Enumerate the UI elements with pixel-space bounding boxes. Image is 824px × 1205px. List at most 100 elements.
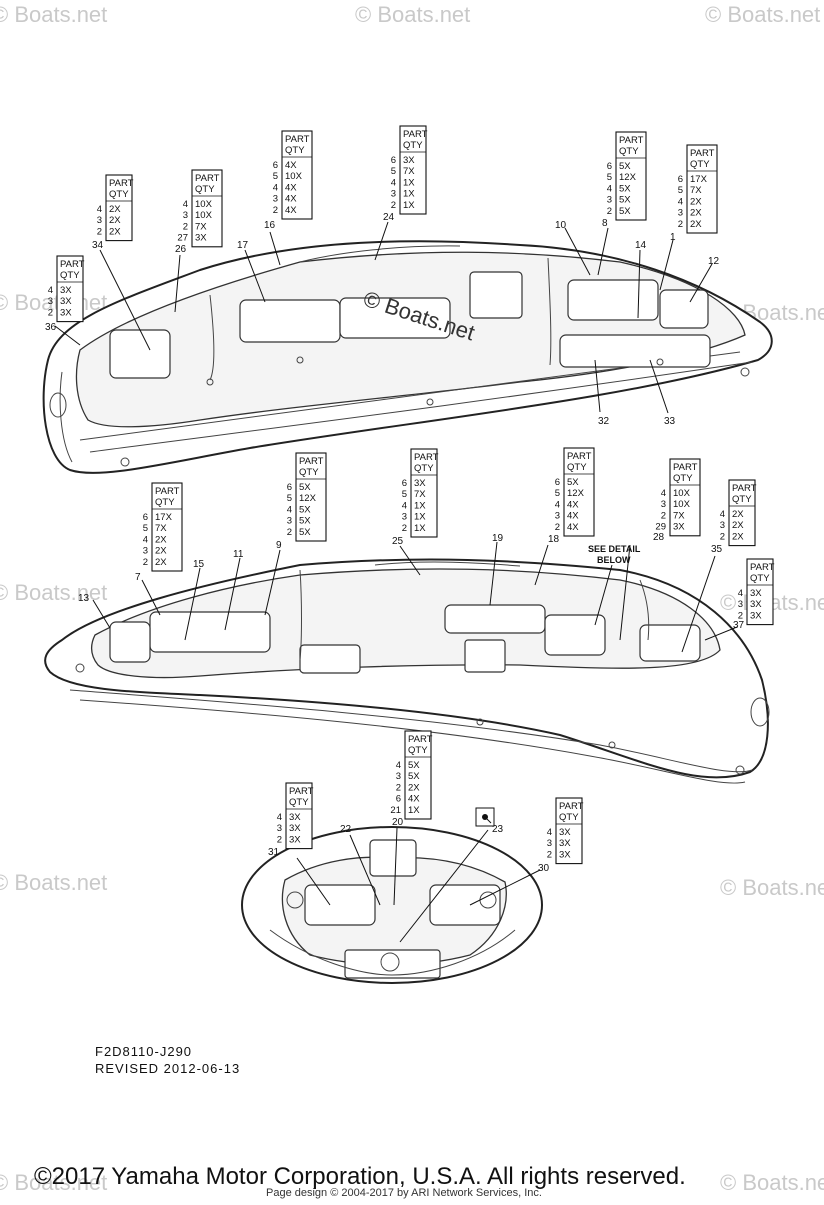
watermark: © Boats.net [720, 1170, 824, 1195]
qty-value: 2X [408, 782, 420, 793]
callout-number: 13 [78, 593, 90, 604]
part-number: 6 [555, 477, 560, 488]
qty-table-box [669, 458, 701, 537]
callout-number: 16 [264, 220, 276, 231]
qty-table-header-part: PART [109, 178, 134, 189]
qty-value: 3X [403, 155, 415, 166]
qty-value: 1X [414, 500, 426, 511]
qty-table-header-part: PART [750, 562, 775, 573]
qty-table-header-part: PART [285, 134, 310, 145]
qty-value: 4X [567, 511, 579, 522]
qty-value: 3X [750, 599, 762, 610]
qty-table-header-part: PART [195, 173, 220, 184]
qty-value: 4X [285, 160, 297, 171]
qty-value: 2X [732, 531, 744, 542]
part-number: 2 [661, 510, 666, 521]
qty-value: 4X [285, 205, 297, 216]
qty-table-box [404, 730, 432, 820]
qty-value: 3X [60, 307, 72, 318]
qty-table-box [295, 452, 327, 542]
watermark: © Boats.net [720, 875, 824, 900]
qty-value: 3X [559, 838, 571, 849]
part-number: 6 [396, 794, 401, 805]
callout-number: 36 [45, 322, 57, 333]
qty-value: 3X [289, 823, 301, 834]
qty-value: 1X [408, 805, 420, 816]
part-number: 4 [402, 500, 407, 511]
part-number: 3 [48, 296, 53, 307]
callout-number: 10 [555, 220, 567, 231]
callout-number: 35 [711, 544, 723, 555]
qty-table-box [686, 144, 718, 234]
qty-table-header-qty: QTY [559, 812, 579, 823]
callout-number: 33 [664, 416, 676, 427]
leader-lines [54, 221, 738, 943]
part-number: 4 [48, 285, 53, 296]
qty-value: 1X [403, 177, 415, 188]
qty-table-header-qty: QTY [408, 745, 428, 756]
qty-value: 2X [690, 196, 702, 207]
part-number: 3 [97, 215, 102, 226]
qty-value: 5X [619, 183, 631, 194]
part-number: 4 [273, 182, 278, 193]
qty-tables-layer: PARTQTY2X42X32X234PARTQTY10X410X37X23X27… [45, 125, 775, 874]
qty-table-header-qty: QTY [673, 473, 693, 484]
qty-table-header-part: PART [60, 259, 85, 270]
part-number: 5 [143, 523, 148, 534]
callout-number: 9 [276, 540, 282, 551]
watermark: © Boats.net [0, 580, 107, 605]
part-number: 3 [607, 195, 612, 206]
qty-value: 17X [155, 512, 173, 523]
qty-table-header-qty: QTY [690, 159, 710, 170]
qty-value: 4X [567, 522, 579, 533]
qty-table-header-part: PART [155, 486, 180, 497]
part-number: 2 [97, 226, 102, 237]
qty-value: 2X [109, 204, 121, 215]
qty-table-header-part: PART [299, 456, 324, 467]
qty-table-box [285, 782, 313, 850]
part-number: 3 [738, 599, 743, 610]
part-number: 3 [277, 823, 282, 834]
qty-value: 3X [60, 285, 72, 296]
watermark: © Boats.net [705, 2, 820, 27]
callout-number: 12 [708, 256, 720, 267]
qty-table-box [410, 448, 438, 538]
part-number: 3 [143, 546, 148, 557]
part-number: 3 [183, 210, 188, 221]
qty-table-header-qty: QTY [155, 497, 175, 508]
qty-table-header-part: PART [690, 148, 715, 159]
qty-value: 7X [195, 221, 207, 232]
qty-value: 7X [403, 166, 415, 177]
part-number: 3 [720, 520, 725, 531]
part-number: 4 [555, 499, 560, 510]
watermark: © Boats.net [0, 870, 107, 895]
qty-value: 7X [690, 185, 702, 196]
part-number: 2 [391, 200, 396, 211]
qty-value: 10X [195, 199, 213, 210]
see-detail-note-line2: BELOW [597, 555, 631, 565]
qty-table-box [728, 479, 756, 547]
part-number: 2 [402, 523, 407, 534]
part-number: 2 [720, 531, 725, 542]
part-number: 4 [678, 196, 683, 207]
qty-value: 5X [619, 206, 631, 217]
qty-value: 3X [750, 588, 762, 599]
qty-value: 2X [155, 546, 167, 557]
qty-table-box [555, 797, 583, 865]
callout-number: 26 [175, 244, 187, 255]
part-number: 2 [555, 522, 560, 533]
part-number: 2 [396, 782, 401, 793]
part-number: 3 [391, 189, 396, 200]
qty-value: 10X [285, 171, 303, 182]
part-number: 4 [720, 509, 725, 520]
page-credit: Page design © 2004-2017 by ARI Network S… [266, 1187, 542, 1199]
